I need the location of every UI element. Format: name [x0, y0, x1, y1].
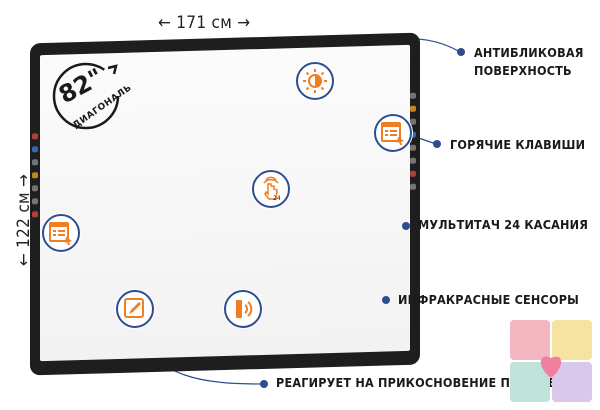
tool-icon[interactable] — [410, 157, 416, 164]
left-toolbar — [32, 133, 40, 218]
tool-icon[interactable] — [32, 185, 38, 192]
callout-dot — [382, 296, 390, 304]
diagonal-badge: 82" ДИАГОНАЛЬ — [48, 58, 134, 134]
tool-icon[interactable] — [410, 183, 416, 190]
hotkeys-icon-left — [42, 214, 80, 252]
puzzle-logo-icon — [510, 320, 592, 402]
callout-dot — [260, 380, 268, 388]
tool-icon[interactable] — [410, 105, 416, 112]
tool-icon[interactable] — [32, 198, 38, 205]
diagonal-arrow-icon — [52, 62, 120, 130]
infrared-icon — [224, 290, 262, 328]
sun-icon — [296, 62, 334, 100]
right-toolbar — [410, 92, 418, 190]
tool-icon[interactable] — [32, 133, 38, 140]
tool-icon[interactable] — [32, 172, 38, 179]
svg-text:24: 24 — [273, 195, 281, 202]
callout-dot — [433, 140, 441, 148]
tool-icon[interactable] — [410, 170, 416, 177]
multitouch-icon: 24 — [252, 170, 290, 208]
tool-icon[interactable] — [32, 146, 38, 153]
tool-icon[interactable] — [32, 211, 38, 218]
tool-icon[interactable] — [410, 118, 416, 125]
hotkeys-icon — [374, 114, 412, 152]
width-dimension: ← 171 см → — [158, 13, 251, 33]
tool-icon[interactable] — [410, 92, 416, 99]
finger-touch-icon — [116, 290, 154, 328]
feature-label-antiglare: АНТИБЛИКОВАЯ ПОВЕРХНОСТЬ — [474, 44, 584, 80]
feature-label-hotkeys: ГОРЯЧИЕ КЛАВИШИ — [450, 137, 586, 152]
tool-icon[interactable] — [410, 144, 416, 151]
feature-label-text: АНТИБЛИКОВАЯ ПОВЕРХНОСТЬ — [474, 45, 584, 78]
feature-label-finger-touch: РЕАГИРУЕТ НА ПРИКОСНОВЕНИЕ ПАЛЬЦЕВ — [276, 375, 565, 390]
tool-icon[interactable] — [32, 159, 38, 166]
feature-label-infrared: ИНФРАКРАСНЫЕ СЕНСОРЫ — [398, 292, 580, 307]
callout-dot — [402, 222, 410, 230]
callout-dot — [457, 48, 465, 56]
feature-label-multitouch: МУЛЬТИТАЧ 24 КАСАНИЯ — [418, 217, 589, 232]
